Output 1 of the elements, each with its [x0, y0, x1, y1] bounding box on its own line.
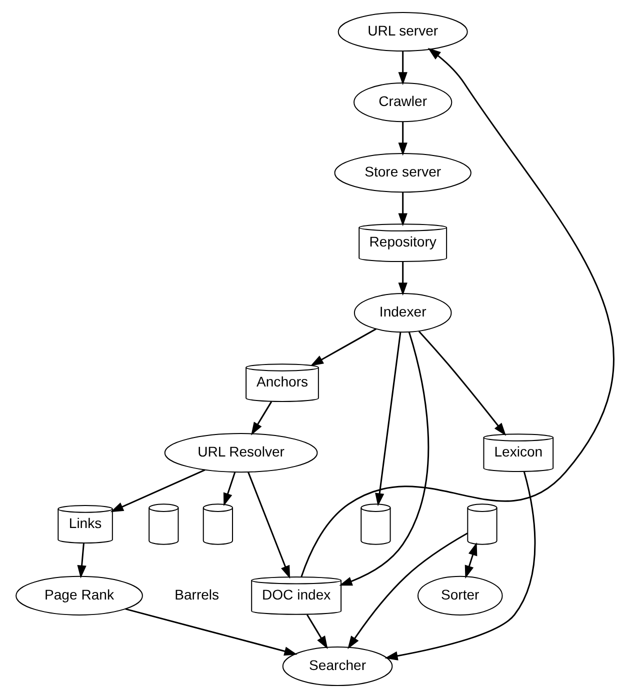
label: Barrels [174, 586, 220, 602]
